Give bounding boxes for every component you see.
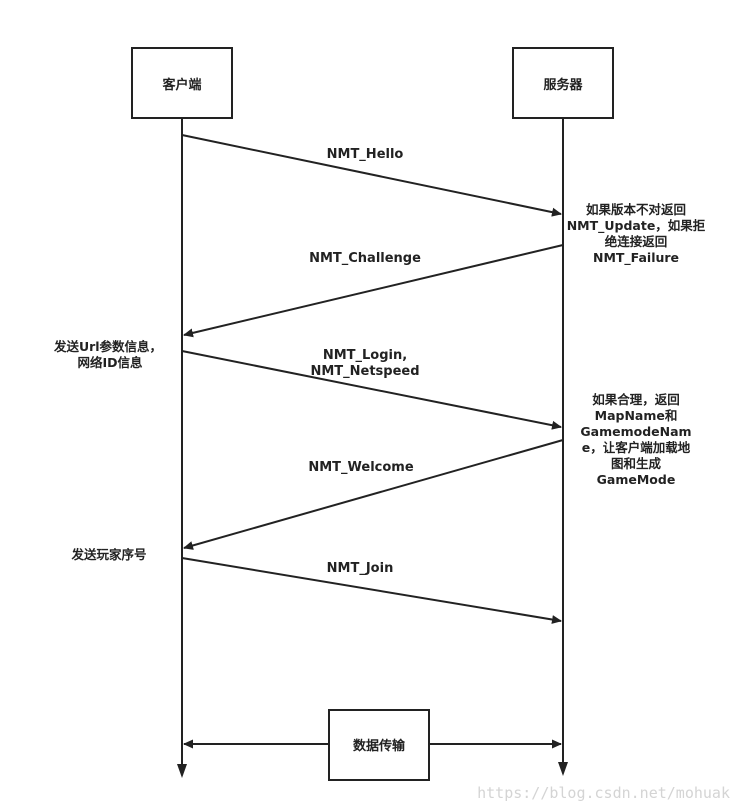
note-line: NMT_Update，如果拒 (567, 218, 706, 234)
server-box (512, 47, 614, 119)
note-line: 如果版本不对返回 (586, 202, 686, 217)
welcome-label: NMT_Welcome (308, 460, 414, 475)
note-line: 发送玩家序号 (70, 547, 146, 562)
note-line: 如果合理，返回 (592, 392, 680, 407)
note-line: 网络ID信息 (77, 355, 143, 370)
data-transfer-box (328, 709, 430, 781)
client-label: 客户端 (162, 77, 201, 93)
challenge-label: NMT_Challenge (309, 251, 421, 266)
hello-arrow (181, 134, 562, 217)
note-line: GameMode (597, 472, 676, 487)
note-line: 图和生成 (611, 456, 662, 471)
server-check-note: 如果版本不对返回 NMT_Update，如果拒 绝连接返回 NMT_Failur… (567, 202, 706, 266)
note-line: 绝连接返回 (605, 234, 668, 249)
hello-label: NMT_Hello (327, 147, 404, 162)
client-box (131, 47, 233, 119)
join-label: NMT_Join (327, 561, 394, 576)
login-arrow (181, 350, 562, 430)
watermark: https://blog.csdn.net/mohuak (477, 784, 730, 802)
server-lifeline-arrowhead (558, 762, 568, 776)
note-line: NMT_Failure (593, 250, 679, 266)
server-label: 服务器 (543, 77, 583, 93)
server-ok-note: 如果合理，返回 MapName和 GamemodeNam e，让客户端加载地 图… (580, 392, 691, 487)
join-arrow (181, 557, 562, 624)
login-label-line1: NMT_Login, (323, 348, 407, 363)
client-url-note: 发送Url参数信息， 网络ID信息 (53, 339, 162, 370)
note-line: e，让客户端加载地 (582, 440, 691, 455)
data-transfer-label: 数据传输 (353, 738, 406, 754)
note-line: 发送Url参数信息， (53, 339, 162, 354)
client-player-note: 发送玩家序号 (70, 547, 146, 562)
login-label-line2: NMT_Netspeed (310, 364, 419, 379)
client-lifeline-arrowhead (177, 764, 187, 778)
welcome-arrow (183, 439, 564, 550)
challenge-arrow (183, 244, 564, 338)
note-line: GamemodeNam (580, 424, 691, 439)
note-line: MapName和 (595, 408, 678, 423)
